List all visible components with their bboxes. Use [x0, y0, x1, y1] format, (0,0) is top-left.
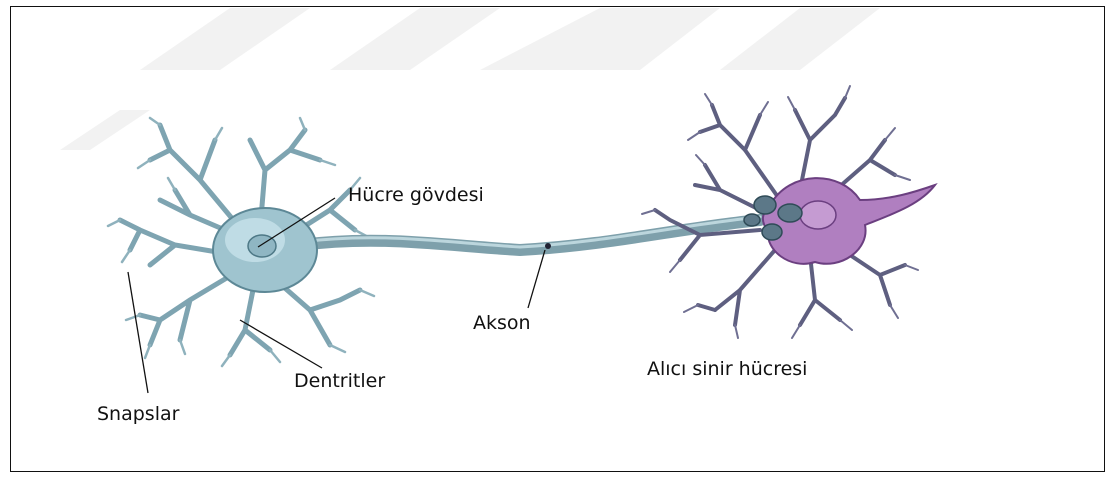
pointer-dendrites: [240, 320, 322, 368]
pointer-lines: [128, 198, 545, 393]
label-cell-body: Hücre gövdesi: [348, 186, 484, 205]
node-of-ranvier: [545, 243, 551, 249]
label-axon: Akson: [473, 314, 531, 333]
label-synapses: Snapslar: [97, 405, 179, 424]
watermark: [60, 8, 880, 150]
pointer-synapses: [128, 272, 148, 393]
label-dendrites: Dentritler: [294, 372, 385, 391]
label-receiving-neuron: Alıcı sinir hücresi: [647, 360, 807, 379]
pointer-axon: [528, 250, 545, 308]
receiving-neuron-nucleus: [800, 201, 836, 229]
